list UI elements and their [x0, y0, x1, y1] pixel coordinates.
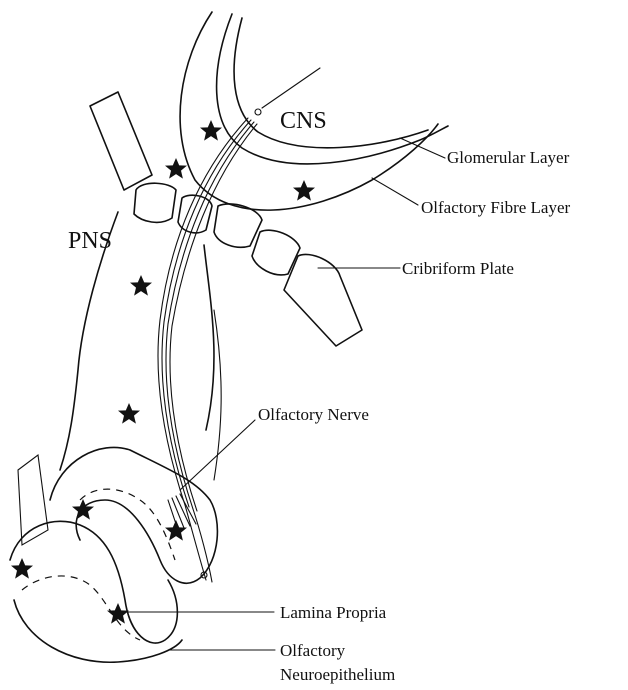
star-icon [293, 180, 315, 201]
star-markers [11, 120, 315, 624]
neuroepithelium-label-line2: Neuroepithelium [280, 665, 395, 684]
glomerular-layer-label: Glomerular Layer [447, 148, 570, 167]
cribriform-block-4 [214, 204, 262, 247]
star-icon [11, 558, 33, 579]
cribriform-block-1 [90, 92, 152, 190]
bulb-middle-contour [217, 14, 448, 164]
nasal-mucosa [10, 212, 221, 662]
axon-extension [262, 68, 320, 108]
star-icon [200, 120, 222, 141]
neuroepithelium-label-line1: Olfactory [280, 641, 346, 660]
cribriform-plate-label: Cribriform Plate [402, 259, 514, 278]
olfactory-fibre-layer-label: Olfactory Fibre Layer [421, 198, 570, 217]
leader-olfactory-nerve [180, 420, 255, 490]
cribriform-block-2 [134, 183, 176, 222]
labels: CNS PNS Glomerular Layer Olfactory Fibre… [68, 108, 570, 684]
leader-fibre-layer [372, 178, 418, 205]
lamina-propria-label: Lamina Propria [280, 603, 387, 622]
hatched-bone-left [18, 455, 48, 545]
basement-membrane-upper [80, 489, 175, 560]
cribriform-block-3 [178, 195, 212, 233]
pns-label: PNS [68, 228, 112, 254]
glomerular-layer-contour [234, 18, 428, 148]
nerve-fascicle-lines [168, 494, 196, 530]
star-icon [130, 275, 152, 296]
star-icon [165, 158, 187, 179]
axon-terminal [255, 109, 261, 115]
mucosa-inner-wall [204, 245, 214, 430]
turbinate-base-outline [14, 600, 182, 662]
star-icon [165, 520, 187, 541]
turbinate-upper-outline [50, 447, 217, 583]
cns-label: CNS [280, 108, 327, 134]
star-icon [118, 403, 140, 424]
olfactory-nerve-label: Olfactory Nerve [258, 405, 369, 424]
